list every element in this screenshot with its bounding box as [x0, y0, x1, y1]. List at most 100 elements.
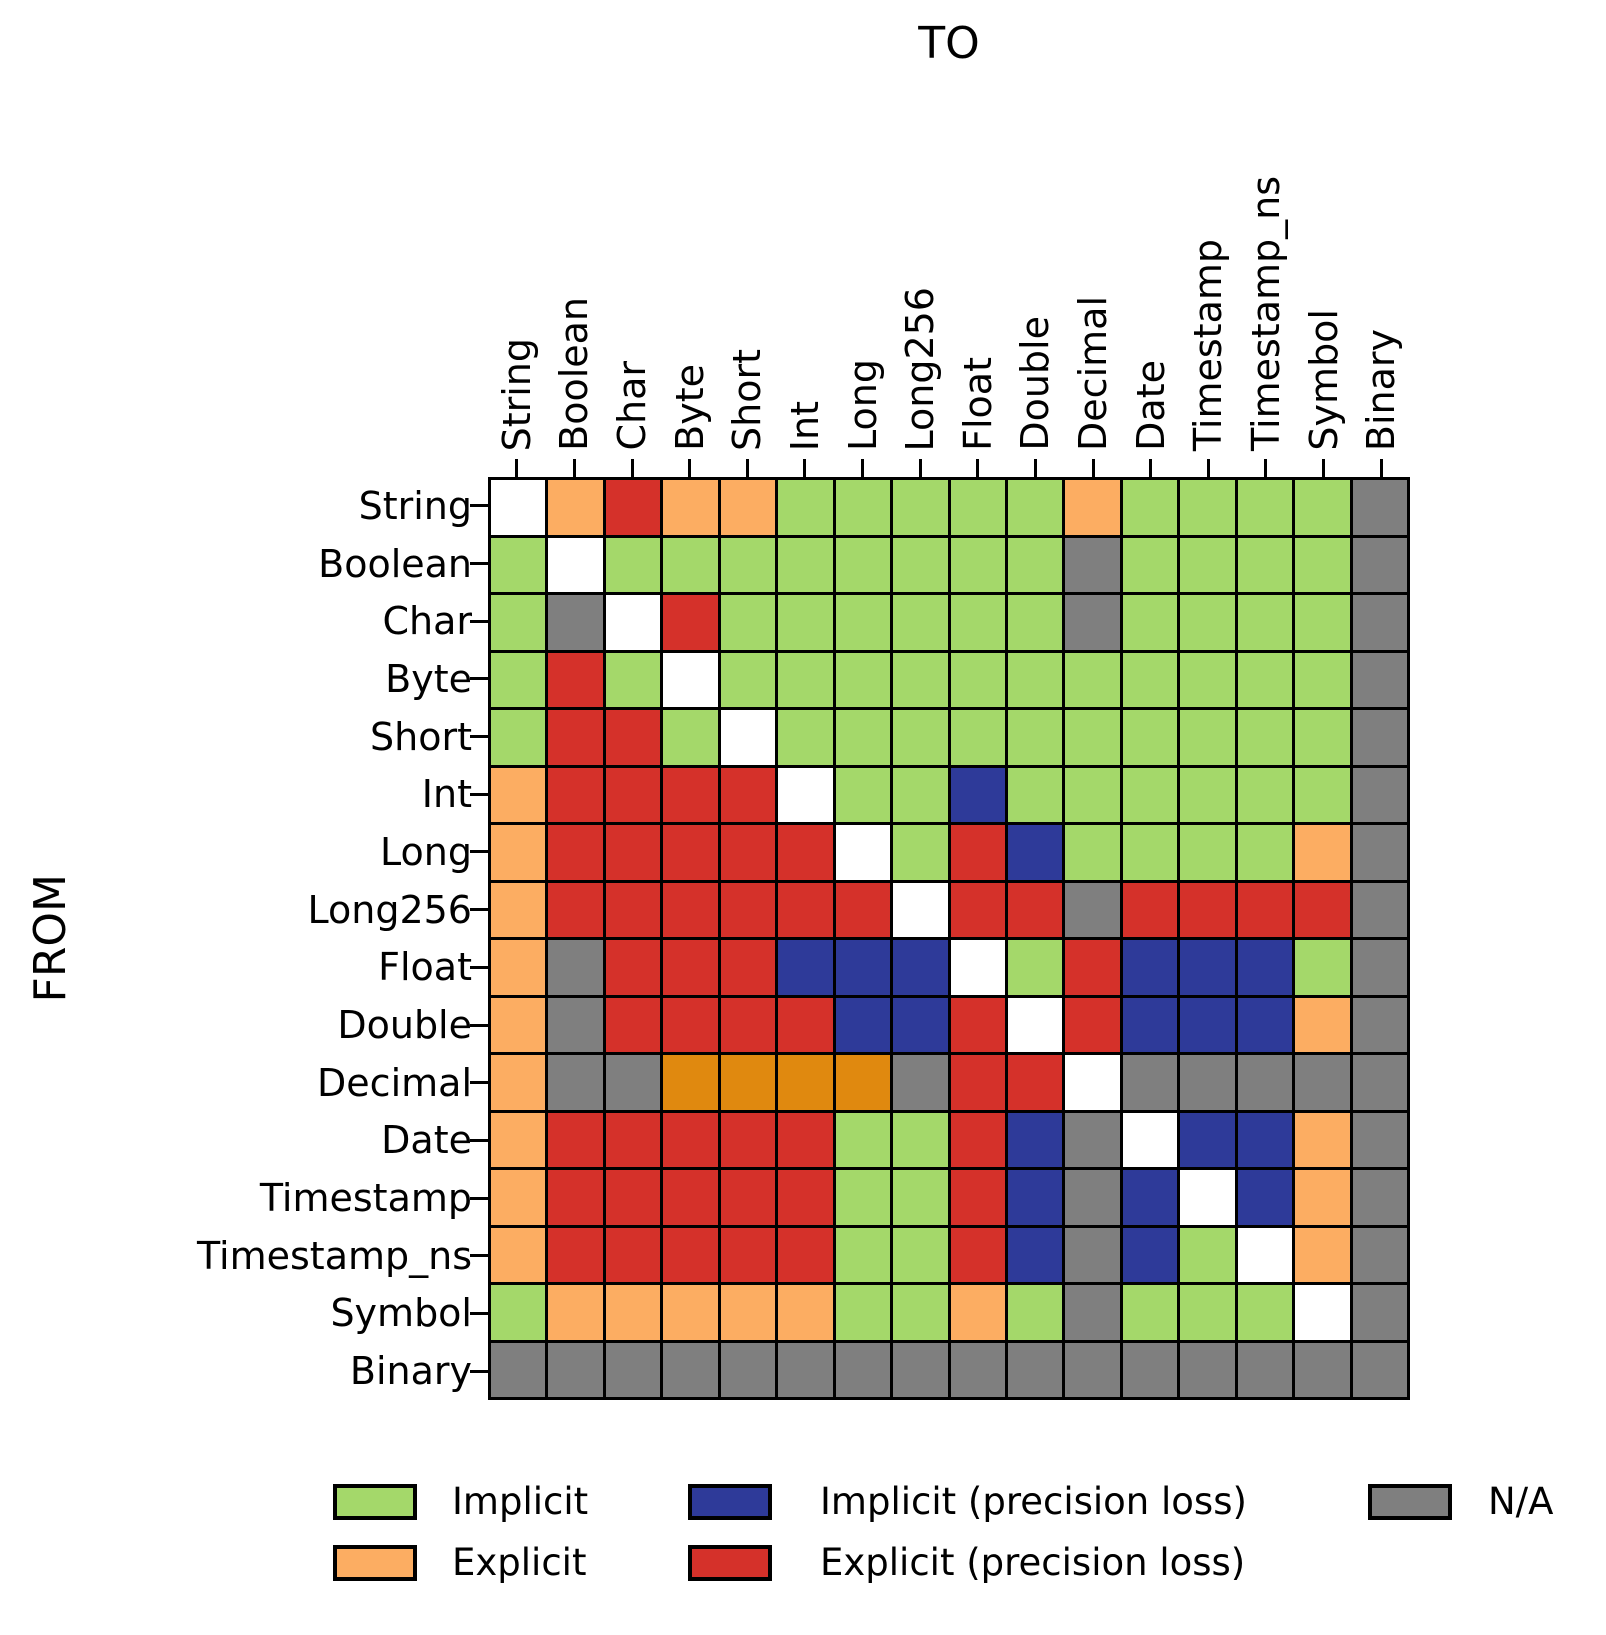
column-label: String [489, 338, 545, 451]
matrix-cell [720, 997, 776, 1052]
matrix-cell [1352, 1112, 1407, 1167]
matrix-cell [605, 1285, 661, 1340]
matrix-cell [1122, 825, 1178, 880]
matrix-cell [1007, 882, 1063, 937]
row-label: Long256 [307, 887, 473, 932]
matrix-cell [605, 1055, 661, 1110]
row-label: Date [381, 1118, 472, 1163]
matrix-cell [663, 825, 718, 880]
matrix-cell [1180, 1112, 1235, 1167]
matrix-cell [778, 652, 833, 707]
matrix-cell [1122, 595, 1178, 650]
matrix-cell [548, 1112, 603, 1167]
matrix-cell [1237, 480, 1293, 535]
legend-label-i: Implicit [452, 1480, 589, 1523]
matrix-cell [1065, 1055, 1120, 1110]
matrix-cell [663, 595, 718, 650]
matrix-cell [1295, 882, 1350, 937]
left-tick [470, 850, 488, 854]
matrix-cell [835, 480, 891, 535]
matrix-cell [893, 1112, 948, 1167]
matrix-cell [605, 1112, 661, 1167]
matrix-cell [1065, 652, 1120, 707]
matrix-cell [1295, 825, 1350, 880]
matrix-cell [548, 537, 603, 592]
matrix-cell [1237, 1227, 1293, 1282]
matrix-cell [835, 595, 891, 650]
matrix-cell [1180, 997, 1235, 1052]
matrix-cell [1180, 537, 1235, 592]
top-tick [1322, 459, 1326, 477]
matrix-cell [1295, 1055, 1350, 1110]
matrix-cell [950, 652, 1005, 707]
matrix-cell [835, 1227, 891, 1282]
legend-swatch-ep [688, 1545, 772, 1581]
top-tick [1206, 459, 1210, 477]
matrix-cell [1352, 537, 1407, 592]
matrix-cell [491, 997, 546, 1052]
top-tick [688, 459, 692, 477]
matrix-cell [663, 882, 718, 937]
column-label-text: Float [955, 357, 1000, 451]
matrix-cell [950, 940, 1005, 995]
matrix-cell [1237, 940, 1293, 995]
matrix-cell [663, 1285, 718, 1340]
matrix-cell [1352, 825, 1407, 880]
matrix-cell [950, 1112, 1005, 1167]
row-label: Double [337, 1003, 472, 1048]
matrix-cell [1065, 767, 1120, 822]
matrix-cell [1237, 652, 1293, 707]
matrix-cell [605, 595, 661, 650]
matrix-cell [950, 882, 1005, 937]
matrix-cell [491, 940, 546, 995]
matrix-cell [778, 1170, 833, 1225]
matrix-cell [1122, 997, 1178, 1052]
column-label-text: Timestamp [1186, 238, 1231, 451]
matrix-cell [1007, 537, 1063, 592]
column-label: Short [719, 349, 775, 451]
matrix-cell [605, 1170, 661, 1225]
x-axis-title: TO [918, 18, 980, 69]
matrix-cell [1295, 940, 1350, 995]
matrix-cell [950, 825, 1005, 880]
matrix-cell [1352, 940, 1407, 995]
matrix-cell [893, 652, 948, 707]
matrix-cell [835, 997, 891, 1052]
top-tick [861, 459, 865, 477]
matrix-cell [1007, 767, 1063, 822]
matrix-cell [778, 480, 833, 535]
column-label: Float [950, 357, 1006, 451]
matrix-cell [491, 537, 546, 592]
column-label: Double [1007, 316, 1063, 451]
matrix-cell [663, 480, 718, 535]
row-label: Short [370, 714, 472, 759]
matrix-cell [548, 882, 603, 937]
column-label: Boolean [546, 297, 602, 451]
matrix-cell [893, 1055, 948, 1110]
column-label-text: Char [610, 361, 655, 451]
matrix-cell [835, 652, 891, 707]
matrix-cell [548, 825, 603, 880]
matrix-cell [720, 1112, 776, 1167]
matrix-cell [605, 940, 661, 995]
matrix-cell [893, 882, 948, 937]
matrix-cell [778, 1342, 833, 1397]
matrix-cell [1122, 1285, 1178, 1340]
matrix-cell [1295, 767, 1350, 822]
matrix-cell [663, 1227, 718, 1282]
matrix-cell [720, 1227, 776, 1282]
matrix-cell [720, 710, 776, 765]
matrix-cell [1065, 825, 1120, 880]
matrix-cell [835, 940, 891, 995]
left-tick [470, 792, 488, 796]
matrix-cell [1180, 480, 1235, 535]
column-label: Symbol [1296, 309, 1352, 451]
matrix-cell [1237, 1285, 1293, 1340]
matrix-cell [835, 1285, 891, 1340]
matrix-cell [491, 652, 546, 707]
matrix-cell [1295, 1342, 1350, 1397]
matrix-cell [1237, 997, 1293, 1052]
matrix-cell [1352, 882, 1407, 937]
left-tick [470, 504, 488, 508]
matrix-cell [950, 767, 1005, 822]
